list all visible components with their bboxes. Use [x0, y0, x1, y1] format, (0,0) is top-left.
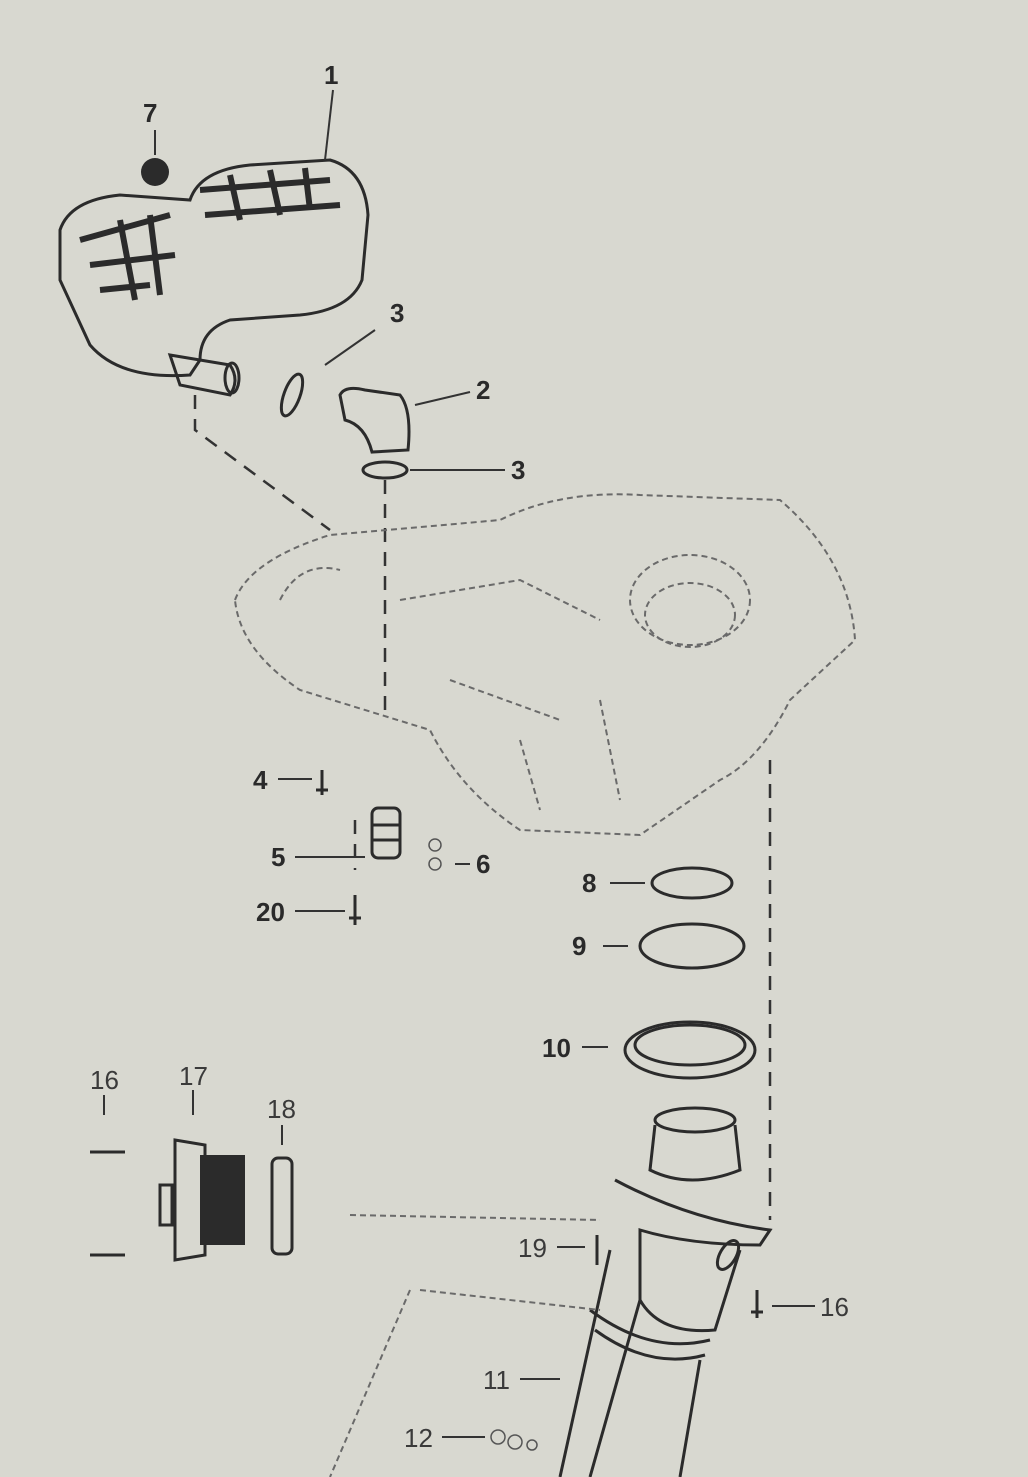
- callout-16-left: 16: [90, 1065, 119, 1095]
- part-4-screw: [316, 770, 328, 795]
- part-7-plug: [141, 158, 169, 186]
- callout-8: 8: [582, 868, 596, 898]
- part-20-screw: [349, 895, 361, 925]
- part-18-gasket: [270, 1156, 294, 1256]
- callout-3-top: 3: [390, 298, 404, 328]
- part-11-exhaust-tube: [329, 1106, 773, 1477]
- callout-1: 1: [324, 60, 338, 90]
- part-17-cover: [158, 1138, 245, 1262]
- part-8-seal: [650, 866, 734, 900]
- part-12-fittings: [490, 1429, 538, 1451]
- part-5-fitting: [370, 806, 402, 860]
- callout-9: 9: [572, 931, 586, 961]
- part-1-silencer: [58, 158, 370, 397]
- part-9-seal: [638, 922, 746, 970]
- callout-7: 7: [143, 98, 157, 128]
- callout-3-bottom: 3: [511, 455, 525, 485]
- callout-16-right: 16: [820, 1292, 849, 1322]
- callout-17: 17: [179, 1061, 208, 1091]
- callout-11: 11: [483, 1365, 510, 1395]
- callout-6: 6: [476, 849, 490, 879]
- leader-lines: [103, 89, 815, 1438]
- callout-12: 12: [404, 1423, 433, 1453]
- part-16-screws-left: [90, 1150, 125, 1257]
- callout-10: 10: [542, 1033, 571, 1063]
- callout-20: 20: [256, 897, 285, 927]
- callout-4: 4: [253, 765, 268, 795]
- part-6-orings: [428, 838, 442, 871]
- part-2-elbow: [338, 386, 411, 454]
- part-16-screw-right: [751, 1290, 763, 1318]
- housing-outline: [233, 493, 857, 837]
- callout-2: 2: [476, 375, 490, 405]
- part-3-clamp-bottom: [361, 460, 409, 480]
- callout-19: 19: [518, 1233, 547, 1263]
- callout-18: 18: [267, 1094, 296, 1124]
- callout-5: 5: [271, 842, 285, 872]
- part-10-seal: [623, 1020, 757, 1080]
- part-3-clamp-top: [279, 372, 305, 418]
